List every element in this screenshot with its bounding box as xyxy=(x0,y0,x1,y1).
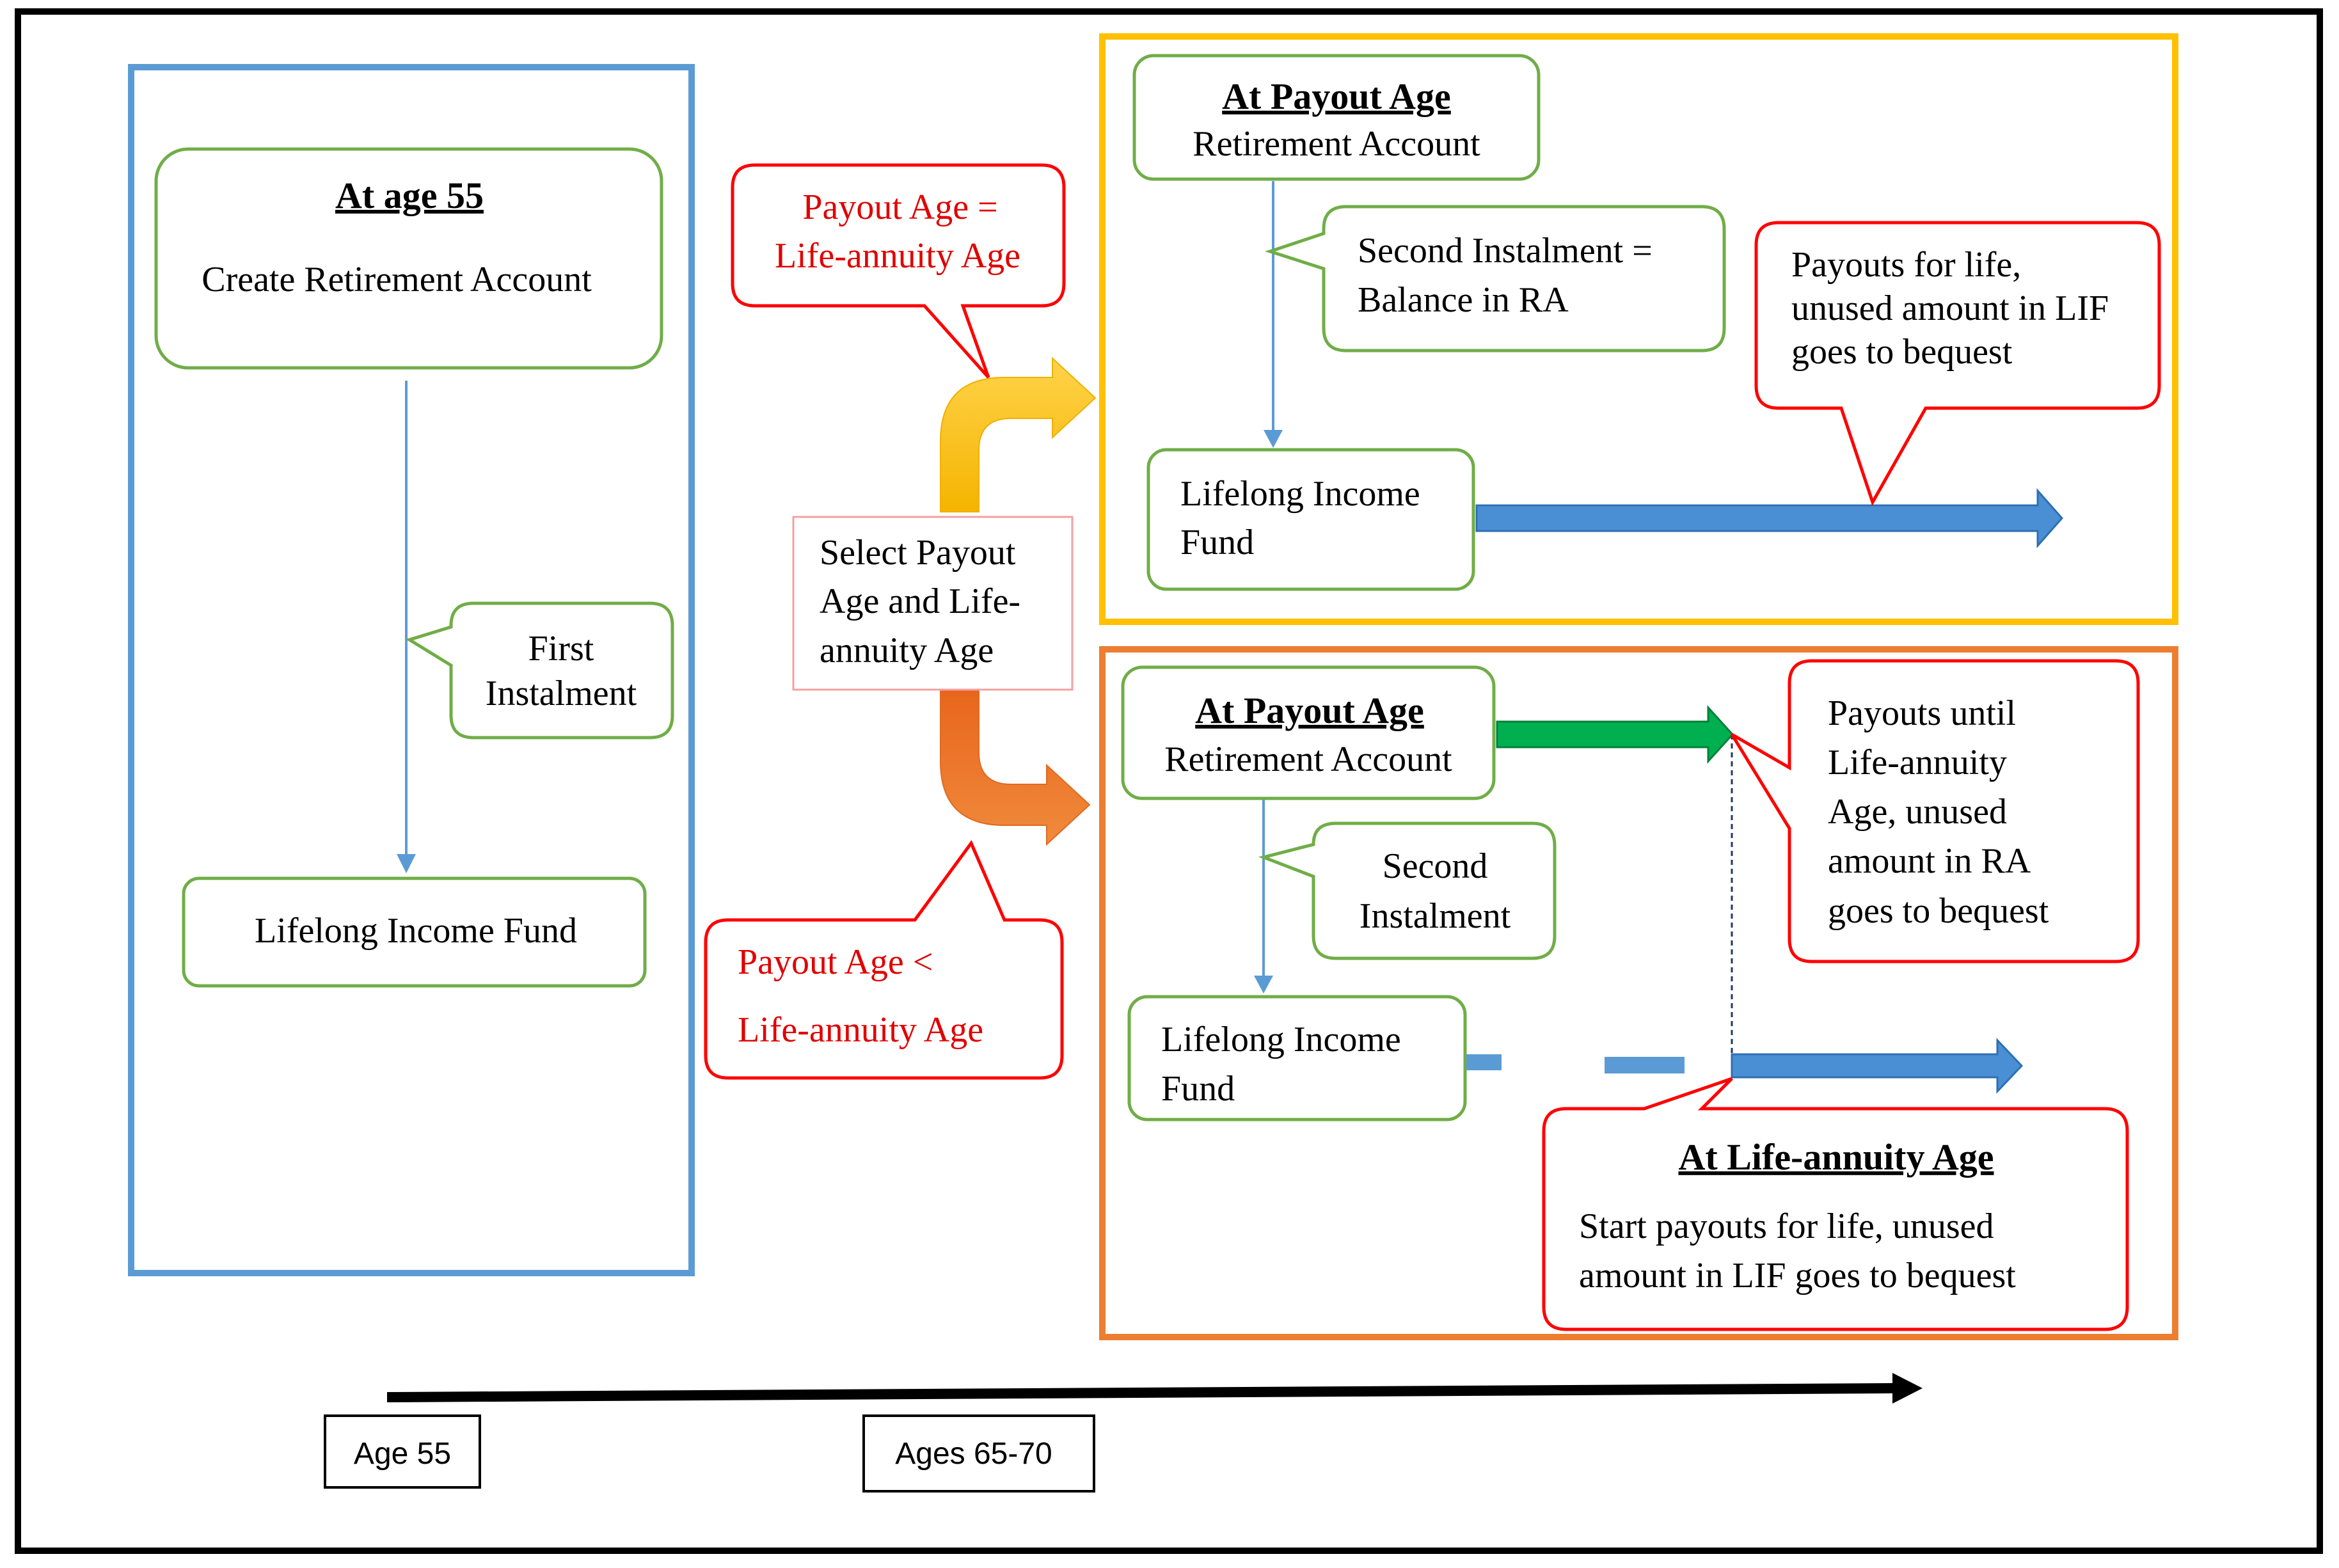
first-instalment-line2: Instalment xyxy=(486,674,637,713)
top-ra-heading: At Payout Age xyxy=(1222,75,1451,117)
callout-less-line2: Life-annuity Age xyxy=(738,1010,983,1050)
yellow-branch-arrow xyxy=(940,356,1097,512)
callout-less xyxy=(704,840,1064,1080)
bottom-ra-callout-line2: Life-annuity xyxy=(1828,743,2007,782)
top-payout-line2: unused amount in LIF xyxy=(1791,289,2109,328)
callout-equal xyxy=(731,163,1066,379)
timeline-label-start: Age 55 xyxy=(354,1437,451,1471)
top-second-instalment-line2: Balance in RA xyxy=(1358,280,1569,320)
top-lif-line1: Lifelong Income xyxy=(1180,474,1420,514)
bottom-second-instalment-callout xyxy=(1258,821,1557,960)
orange-branch-arrow xyxy=(940,687,1091,846)
top-lif-line2: Fund xyxy=(1180,523,1254,562)
top-flow-arrowhead xyxy=(1264,430,1283,448)
select-box xyxy=(792,516,1074,691)
callout-equal-line2: Life-annuity Age xyxy=(775,236,1020,276)
life-annuity-line2: amount in LIF goes to bequest xyxy=(1579,1256,2016,1295)
select-box-line3: annuity Age xyxy=(820,631,994,670)
top-second-instalment-callout xyxy=(1264,205,1726,352)
top-payout-callout xyxy=(1754,221,2161,507)
bottom-ra-payout-arrow xyxy=(1496,705,1734,764)
outer-frame xyxy=(15,8,2323,1554)
left-flow-arrowhead xyxy=(397,854,416,873)
bottom-ra-heading: At Payout Age xyxy=(1195,690,1424,731)
top-ra-text: Retirement Account xyxy=(1193,124,1480,164)
bottom-second-instalment-line2: Instalment xyxy=(1360,896,1511,936)
lif-dash-2 xyxy=(1605,1057,1685,1073)
life-annuity-line1: Start payouts for life, unused xyxy=(1579,1207,1994,1246)
bottom-panel xyxy=(1099,646,2178,1340)
top-lif-payout-arrow xyxy=(1475,488,2064,548)
top-panel xyxy=(1099,33,2178,625)
top-second-instalment-line1: Second Instalment = xyxy=(1358,231,1653,271)
left-lif-box xyxy=(182,876,647,988)
left-panel xyxy=(128,64,695,1276)
top-payout-line3: goes to bequest xyxy=(1791,332,2013,372)
bottom-lif-line2: Fund xyxy=(1161,1069,1235,1109)
timeline-arrow xyxy=(387,1373,1923,1404)
bottom-ra-text: Retirement Account xyxy=(1164,740,1452,779)
bottom-lif-payout-arrow xyxy=(1731,1038,2024,1094)
top-payout-line1: Payouts for life, xyxy=(1791,245,2021,285)
start-box xyxy=(154,147,663,370)
bottom-ra-callout-line5: goes to bequest xyxy=(1828,891,2049,931)
bottom-ra-callout-line4: amount in RA xyxy=(1828,841,2031,881)
bottom-ra-callout xyxy=(1730,659,2140,963)
left-lif-text: Lifelong Income Fund xyxy=(255,911,577,951)
select-box-line1: Select Payout xyxy=(820,533,1016,573)
timeline-label-mid-box xyxy=(862,1414,1095,1493)
top-lif-box xyxy=(1146,448,1475,591)
first-instalment-line1: First xyxy=(528,629,594,669)
bottom-flow-arrowhead xyxy=(1254,976,1273,994)
life-annuity-callout xyxy=(1542,1077,2129,1331)
bottom-lif-box xyxy=(1127,995,1467,1121)
bottom-ra-callout-line1: Payouts until xyxy=(1828,693,2016,733)
bottom-ra-callout-line3: Age, unused xyxy=(1828,792,2007,832)
lif-dash-1 xyxy=(1466,1054,1502,1070)
timeline-label-mid: Ages 65-70 xyxy=(895,1437,1052,1471)
callout-less-line1: Payout Age < xyxy=(738,942,933,982)
select-box-line2: Age and Life- xyxy=(820,582,1020,621)
bottom-second-instalment-line1: Second xyxy=(1383,846,1488,886)
callout-equal-line1: Payout Age = xyxy=(802,187,997,227)
start-box-heading: At age 55 xyxy=(335,175,484,216)
timeline-label-start-box xyxy=(324,1414,481,1489)
life-annuity-heading: At Life-annuity Age xyxy=(1679,1136,1994,1178)
bottom-lif-line1: Lifelong Income xyxy=(1161,1020,1401,1059)
start-box-text: Create Retirement Account xyxy=(202,260,592,299)
bottom-ra-box xyxy=(1121,665,1496,800)
first-instalment-callout xyxy=(405,601,674,740)
top-ra-box xyxy=(1132,54,1541,181)
